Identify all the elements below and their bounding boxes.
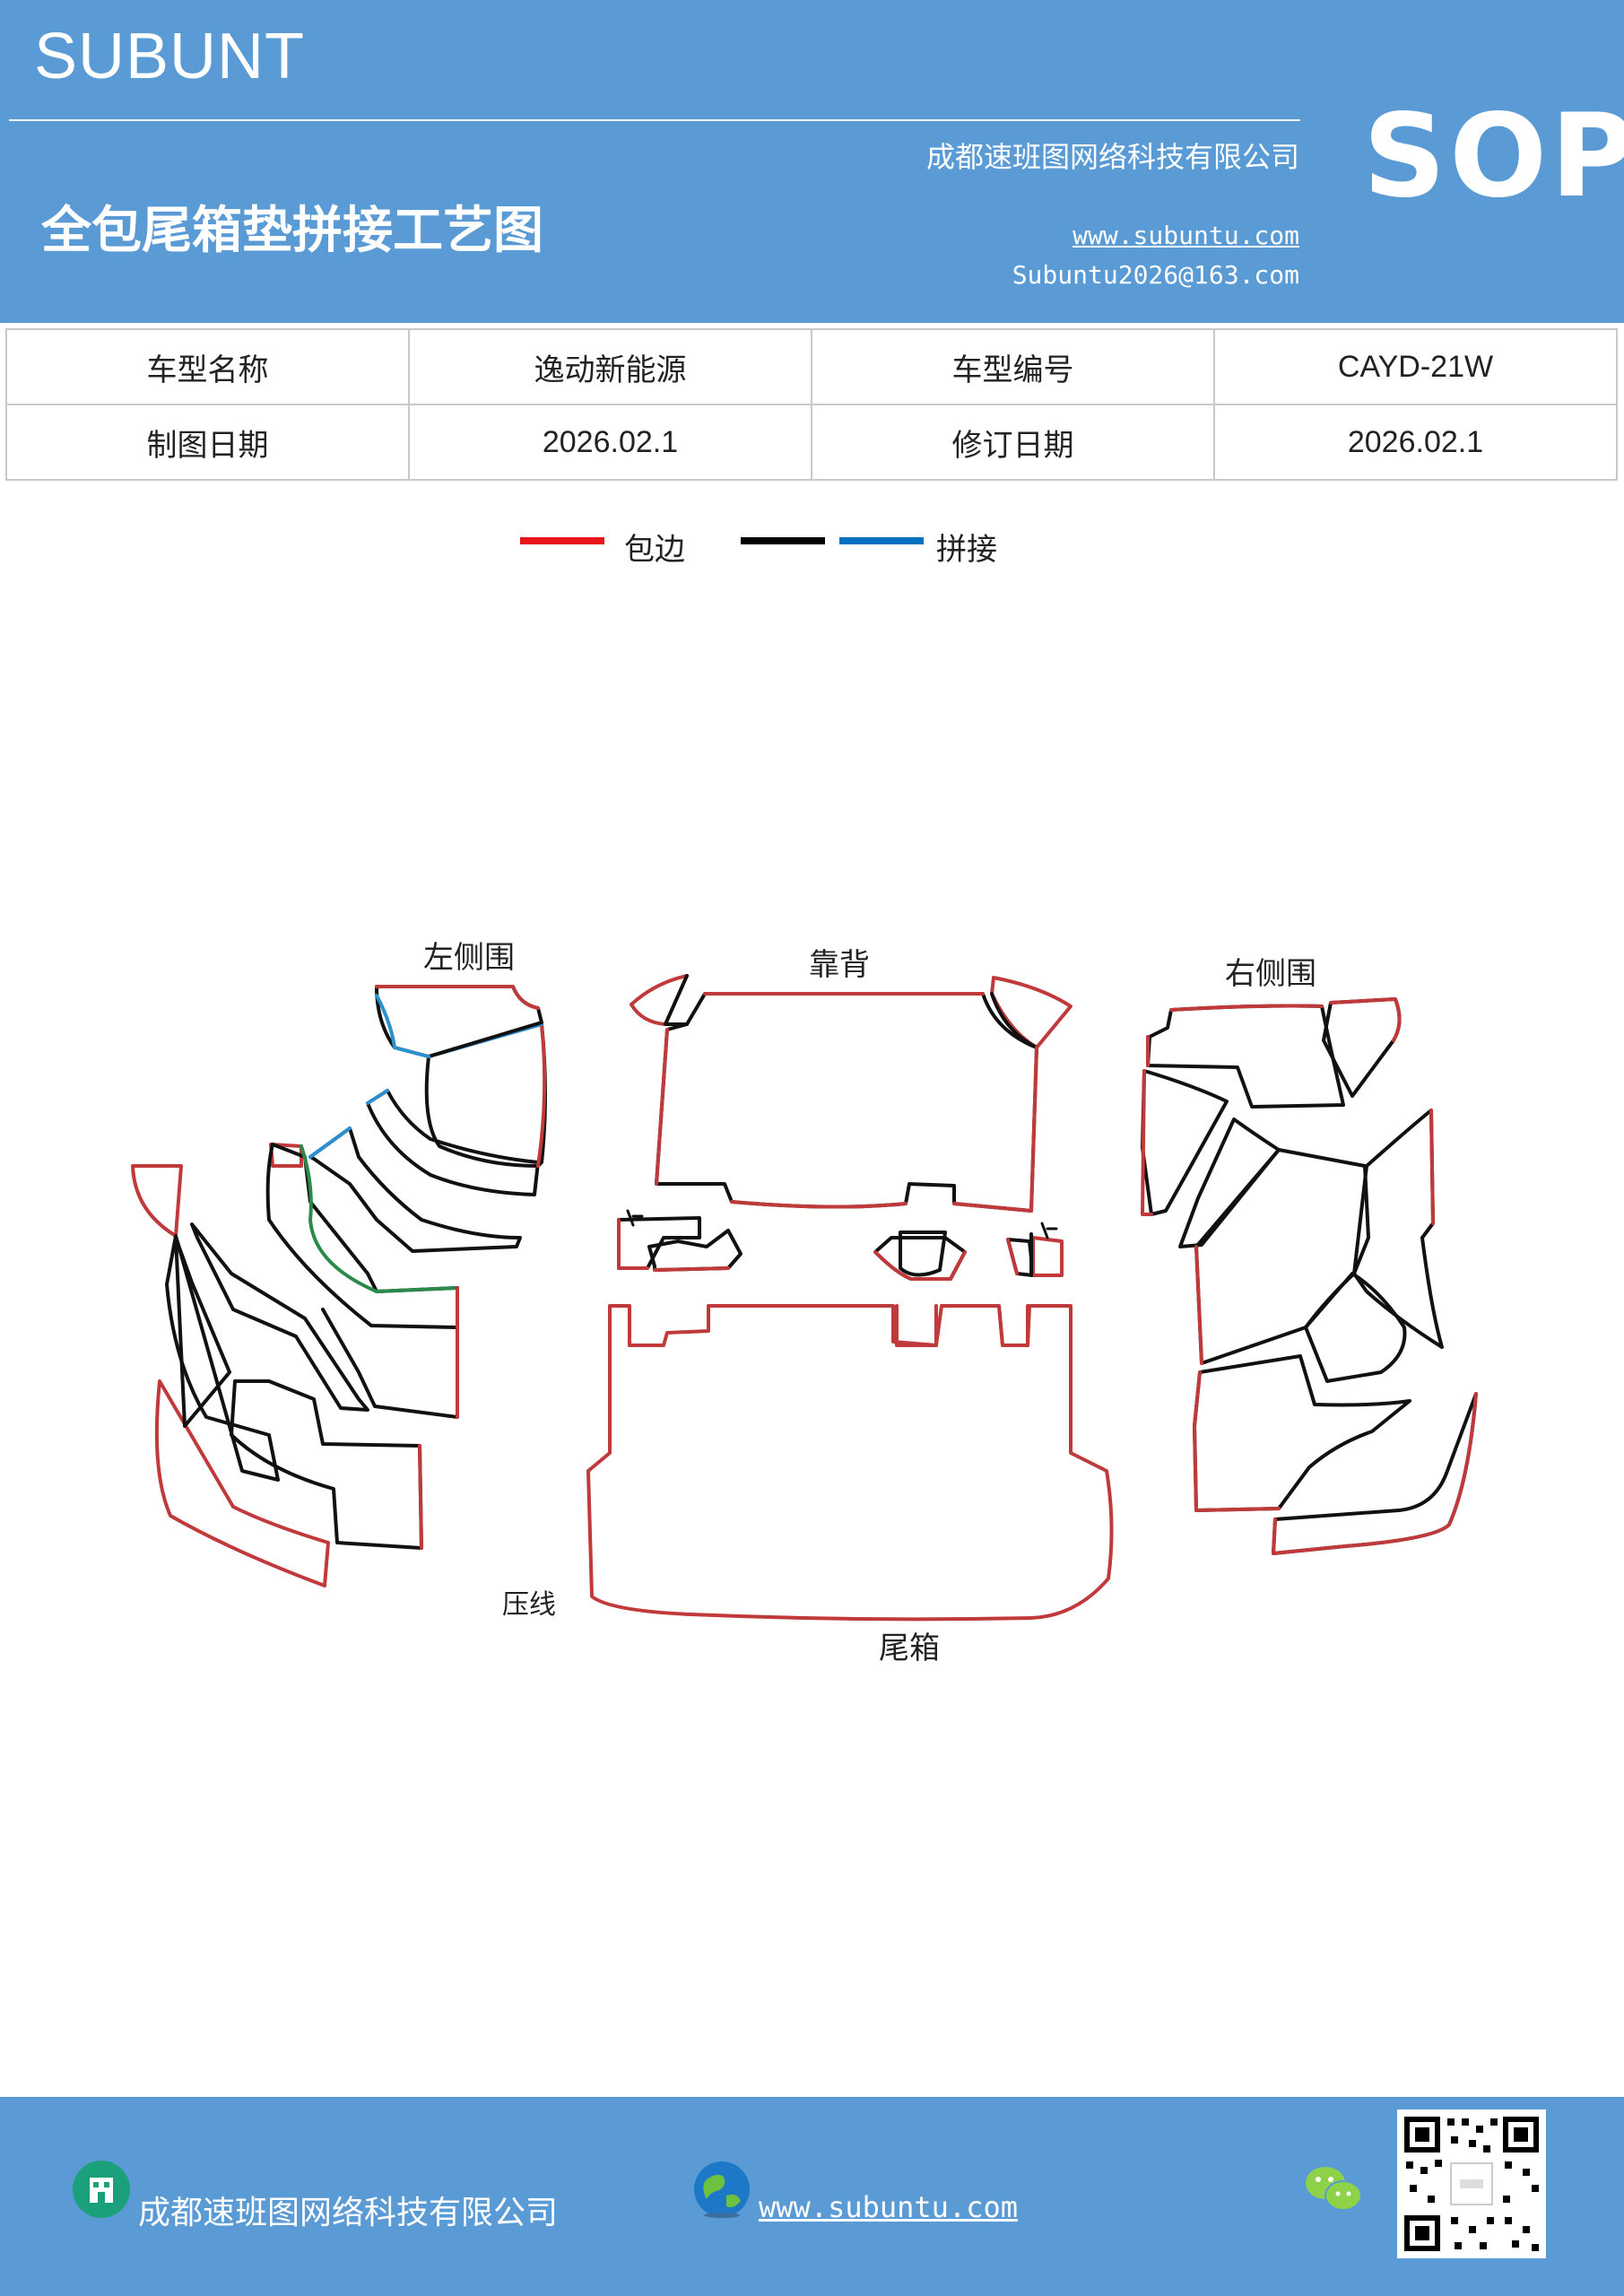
trunk-pieces — [586, 1304, 1114, 1622]
legend-splice-label: 拼接 — [936, 532, 997, 568]
table-cell: 车型名称 — [5, 328, 410, 405]
legend-splice-swatch — [839, 537, 924, 544]
building-icon — [72, 2160, 131, 2222]
footer-banner: 成都速班图网络科技有限公司 www.subuntu.com — [0, 2097, 1624, 2296]
mat-pattern-diagram: 左侧围 靠背 右侧围 压线 尾箱 — [0, 897, 1624, 1704]
table-cell: 2026.02.1 — [1213, 404, 1618, 481]
footer-website-link[interactable]: www.subuntu.com — [759, 2190, 1018, 2224]
label-backrest: 靠背 — [809, 947, 870, 983]
label-right-side: 右侧围 — [1225, 956, 1316, 992]
globe-icon — [692, 2160, 751, 2222]
header-email: Subuntu2026@163.com — [1012, 260, 1299, 290]
left-side-pieces — [131, 985, 547, 1587]
vehicle-info-table: 车型名称 逸动新能源 车型编号 CAYD-21W 制图日期 2026.02.1 … — [5, 328, 1618, 481]
table-row: 制图日期 2026.02.1 修订日期 2026.02.1 — [5, 404, 1618, 481]
header-website-link[interactable]: www.subuntu.com — [1073, 221, 1299, 250]
legend-seam-swatch — [741, 537, 825, 544]
label-press-line: 压线 — [502, 1589, 556, 1621]
table-cell: 逸动新能源 — [408, 328, 812, 405]
header-banner: SUBUNT 成都速班图网络科技有限公司 全包尾箱垫拼接工艺图 www.subu… — [0, 0, 1624, 323]
table-cell: CAYD-21W — [1213, 328, 1618, 405]
legend-edge-swatch — [520, 537, 604, 544]
table-row: 车型名称 逸动新能源 车型编号 CAYD-21W — [5, 328, 1618, 405]
header-divider — [9, 119, 1300, 121]
table-cell: 制图日期 — [5, 404, 410, 481]
page-title: 全包尾箱垫拼接工艺图 — [41, 202, 543, 260]
legend-edge-label: 包边 — [624, 532, 685, 568]
backrest-pieces — [617, 974, 1073, 1281]
table-cell: 车型编号 — [811, 328, 1215, 405]
table-cell: 修订日期 — [811, 404, 1215, 481]
line-legend: 包边 拼接 — [520, 525, 1058, 570]
wechat-icon[interactable] — [1304, 2163, 1363, 2221]
brand-name: SUBUNT — [34, 21, 306, 92]
table-cell: 2026.02.1 — [408, 404, 812, 481]
header-company: 成都速班图网络科技有限公司 — [925, 140, 1299, 174]
qr-code — [1397, 2109, 1546, 2258]
label-left-side: 左侧围 — [423, 940, 515, 976]
pattern-drawing — [131, 974, 1478, 1622]
label-trunk: 尾箱 — [879, 1631, 940, 1666]
footer-company: 成都速班图网络科技有限公司 — [138, 2195, 559, 2231]
sop-badge: SOP — [1363, 90, 1624, 223]
right-side-pieces — [1141, 997, 1478, 1555]
